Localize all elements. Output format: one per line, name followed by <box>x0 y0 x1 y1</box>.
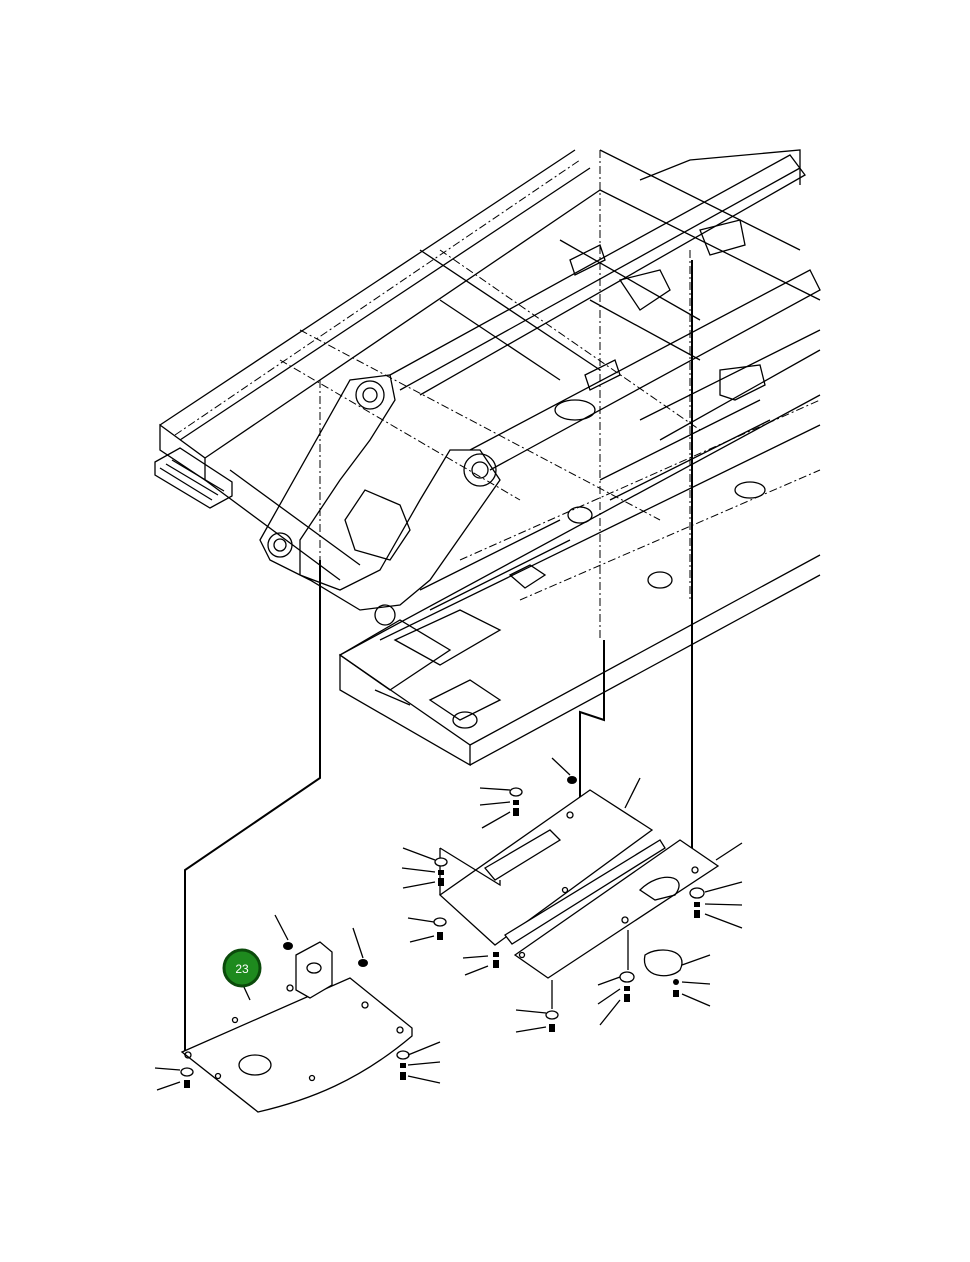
callout-number: 23 <box>235 962 249 976</box>
fastener-hardware <box>154 757 743 1091</box>
callout-leader <box>242 984 251 1001</box>
callout-23[interactable]: 23 <box>222 948 262 1001</box>
leader-lines <box>184 260 693 1055</box>
left-cover-plate <box>180 941 413 1113</box>
callout-badge[interactable] <box>222 948 262 988</box>
chassis-frame <box>154 149 821 780</box>
middle-cover-plates <box>438 789 720 979</box>
